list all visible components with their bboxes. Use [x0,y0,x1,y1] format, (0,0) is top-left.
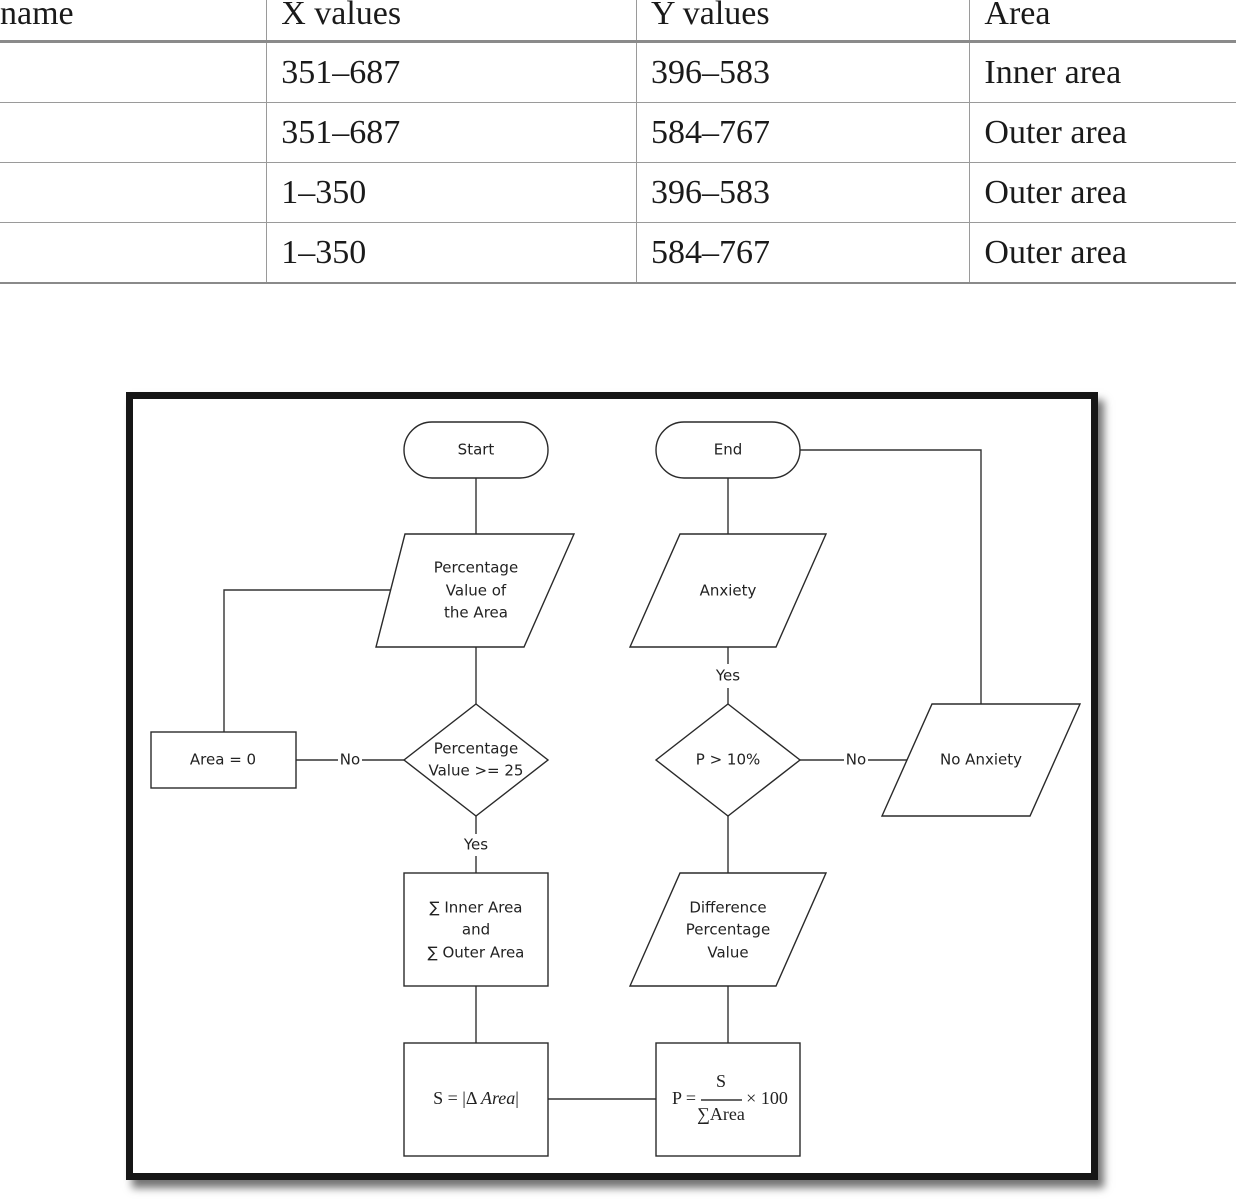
anxiety-label: Anxiety [700,582,757,600]
no-anxiety-label: No Anxiety [940,751,1022,769]
decision-p-label: P > 10% [696,751,761,769]
connector-noanxiety-end [800,449,982,704]
formula-p-denominator: ∑Area [697,1104,745,1124]
table-cell: 584–767 [635,102,970,163]
end-terminator: End [655,421,801,479]
table-cell [0,162,267,223]
area-zero-label: Area = 0 [190,751,256,769]
table-cell: Outer area [969,162,1236,223]
formula-p-left: P = [672,1088,696,1108]
table-cell: Outer area [969,222,1236,284]
table-cell: 1–350 [266,222,637,284]
table-cell [0,41,267,103]
table-cell: 351–687 [266,102,637,163]
column-header-x-values: X values [266,0,637,43]
table-row: 351–687 584–767 Outer area [0,102,1236,163]
table-cell [0,222,267,284]
decision-percentage: Percentage Value >= 25 [402,703,550,817]
connector-input-areazero [223,589,404,732]
start-terminator: Start [403,421,549,479]
input-percentage-area: Percentage Value of the Area [375,533,576,648]
label-yes-upper: Yes [715,667,740,685]
start-label: Start [458,441,495,459]
table-cell: Inner area [969,41,1236,103]
table-cell: Outer area [969,102,1236,163]
difference-line-2: Percentage [686,921,770,939]
output-anxiety: Anxiety [628,533,828,648]
table-row: 351–687 396–583 Inner area [0,41,1236,103]
table-header-row: name X values Y values Area [0,0,1236,43]
table-row: 1–350 584–767 Outer area [0,222,1236,284]
table-cell: 351–687 [266,41,637,103]
data-table: name X values Y values Area 351–687 396–… [0,0,1236,284]
sum-box-line-2: and [462,921,490,939]
column-header-area: Area [969,0,1236,43]
difference-line-3: Value [707,944,748,962]
input-area-line-1: Percentage [434,559,518,577]
table-cell [0,102,267,163]
difference-line-1: Difference [689,899,766,917]
table-cell: 1–350 [266,162,637,223]
table-cell: 584–767 [635,222,970,284]
formula-p-box: P = S ∑Area × 100 [655,1042,801,1157]
output-difference: Difference Percentage Value [628,872,828,987]
decision-percentage-line-2: Value >= 25 [429,762,524,780]
decision-percentage-line-1: Percentage [434,740,518,758]
sum-box-line-1: ∑ Inner Area [430,899,523,917]
input-area-line-3: the Area [444,604,508,622]
output-no-anxiety: No Anxiety [880,703,1082,817]
formula-p-numerator: S [716,1071,726,1091]
area-zero-box: Area = 0 [150,731,297,789]
formula-s-box: S = |Δ Area| [403,1042,549,1157]
sum-box-line-3: ∑ Outer Area [428,944,525,962]
input-area-line-2: Value of [446,582,507,600]
formula-s: S = |Δ Area| [433,1088,519,1108]
table-cell: 396–583 [635,162,970,223]
label-no-right: No [846,751,866,769]
decision-p: P > 10% [654,703,802,817]
formula-p-right: × 100 [746,1088,788,1108]
sum-box: ∑ Inner Area and ∑ Outer Area [403,872,549,987]
connectors [223,449,982,1100]
column-header-name: name [0,0,267,43]
label-no-left: No [340,751,360,769]
table-row: 1–350 396–583 Outer area [0,162,1236,223]
end-label: End [714,441,743,459]
table-cell: 396–583 [635,41,970,103]
label-yes-lower: Yes [463,836,488,854]
column-header-y-values: Y values [635,0,970,43]
